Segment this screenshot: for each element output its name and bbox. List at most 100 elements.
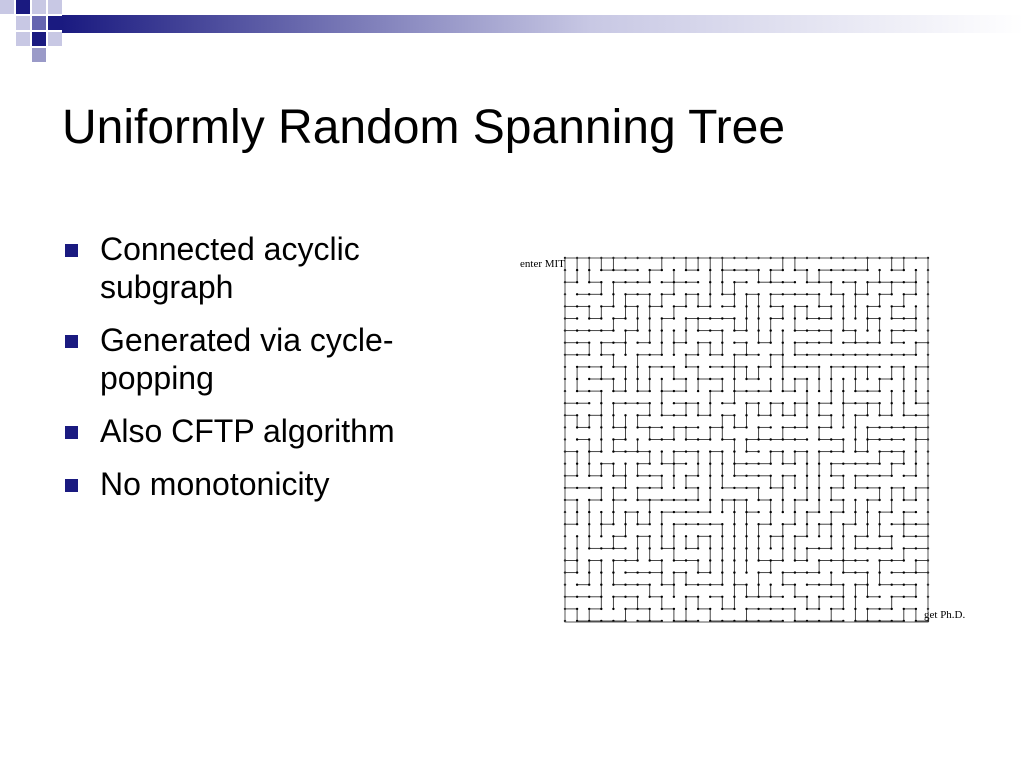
maze-node	[914, 317, 918, 320]
maze-node	[830, 595, 833, 598]
maze-node	[854, 414, 857, 417]
maze-node	[684, 317, 688, 320]
maze-node	[757, 341, 760, 344]
maze-node	[709, 607, 712, 611]
maze-node	[866, 268, 869, 272]
maze-node	[684, 389, 688, 393]
maze-node	[902, 607, 905, 611]
maze-node	[890, 462, 893, 465]
maze-node	[745, 329, 748, 332]
maze-node	[830, 571, 833, 574]
maze-node	[624, 426, 627, 429]
maze-node	[612, 595, 615, 598]
maze-node	[684, 486, 688, 490]
maze-node	[866, 498, 869, 502]
maze-node	[575, 583, 579, 586]
maze-node	[721, 595, 724, 598]
maze-node	[745, 474, 748, 477]
maze-node	[830, 486, 833, 490]
maze-node	[866, 317, 869, 320]
maze-node	[600, 426, 603, 429]
maze-node	[721, 329, 724, 332]
maze-node	[866, 426, 869, 429]
maze-node	[696, 402, 700, 405]
maze-node	[878, 402, 881, 405]
maze-node	[842, 414, 845, 417]
maze-node	[648, 377, 651, 381]
maze-node	[757, 305, 760, 308]
maze-node	[684, 595, 688, 598]
maze-node	[636, 353, 639, 356]
maze-node	[745, 317, 748, 320]
maze-node	[672, 341, 676, 344]
maze-node	[817, 293, 821, 296]
maze-node	[914, 281, 918, 284]
maze-node	[612, 571, 615, 574]
maze-node	[636, 293, 639, 296]
maze-node	[781, 305, 784, 308]
maze-node	[902, 438, 905, 441]
maze-node	[672, 523, 676, 526]
maze-node	[769, 426, 772, 429]
maze-node	[793, 462, 797, 465]
maze-node	[696, 353, 700, 356]
maze-node	[878, 268, 881, 272]
maze-node	[575, 486, 579, 490]
maze-node	[902, 426, 905, 429]
maze-node	[817, 486, 821, 490]
maze-node	[769, 498, 772, 502]
maze-node	[709, 510, 712, 514]
maze-node	[733, 438, 736, 441]
maze-node	[842, 377, 845, 381]
maze-node	[745, 268, 748, 272]
maze-node	[624, 595, 627, 598]
maze-node	[709, 450, 712, 453]
maze-node	[709, 571, 712, 574]
maze-node	[902, 595, 905, 598]
maze-node	[733, 450, 736, 453]
maze-node	[575, 438, 579, 441]
maze-node	[914, 547, 918, 550]
maze-node	[745, 438, 748, 441]
maze-node	[721, 268, 724, 272]
maze-node	[769, 305, 772, 308]
maze-node	[781, 268, 784, 272]
maze-node	[612, 293, 615, 296]
maze-node	[769, 389, 772, 393]
maze-node	[636, 341, 639, 344]
maze-node	[588, 281, 591, 284]
maze-node	[902, 268, 905, 272]
maze-node	[878, 462, 881, 465]
maze-node	[624, 438, 627, 441]
maze-node	[890, 305, 893, 308]
maze-node	[733, 607, 736, 611]
maze-node	[902, 281, 905, 284]
maze-node	[805, 583, 809, 586]
maze-node	[600, 571, 603, 574]
maze-node	[648, 510, 651, 514]
maze-node	[769, 450, 772, 453]
maze-node	[660, 317, 663, 320]
maze-node	[600, 305, 603, 308]
maze-node	[672, 293, 676, 296]
maze-node	[672, 414, 676, 417]
maze-node	[854, 571, 857, 574]
maze-node	[817, 547, 821, 550]
maze-node	[854, 329, 857, 332]
maze-node	[709, 438, 712, 441]
maze-node	[793, 474, 797, 477]
maze-node	[902, 305, 905, 308]
maze-node	[866, 547, 869, 550]
maze-node	[709, 523, 712, 526]
maze-node	[721, 293, 724, 296]
maze-node	[805, 486, 809, 490]
maze-node	[721, 559, 724, 562]
maze-node	[866, 305, 869, 308]
maze-node	[781, 607, 784, 611]
maze-node	[854, 426, 857, 429]
maze-node	[733, 402, 736, 405]
maze-node	[854, 317, 857, 320]
maze-node	[781, 389, 784, 393]
maze-node	[817, 450, 821, 453]
maze-end-label: get Ph.D.	[924, 609, 966, 621]
